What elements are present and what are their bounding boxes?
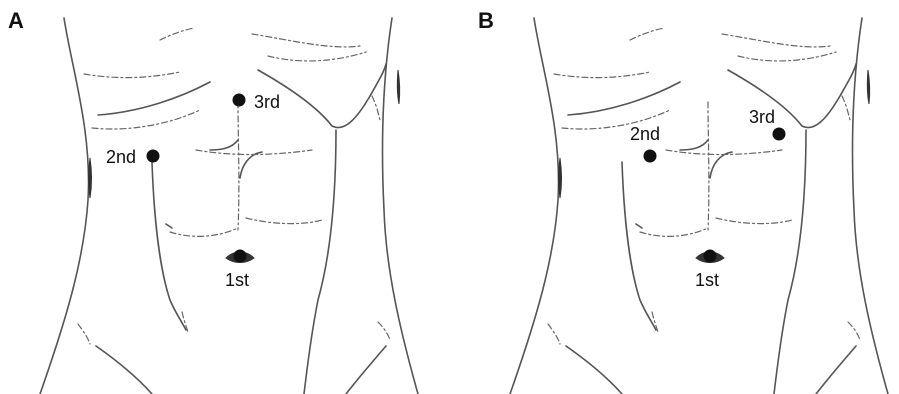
- left-pectoral-line: [554, 72, 650, 78]
- left-flank-shadow: [559, 158, 562, 198]
- port-2nd-marker: [644, 150, 657, 163]
- port-3rd-label: 3rd: [254, 92, 280, 112]
- xiphoid-right: [240, 152, 262, 178]
- tendinous-tick: [636, 224, 642, 228]
- torso-right-side: [852, 18, 888, 394]
- port-3rd-marker: [773, 128, 786, 141]
- tendinous-line-right: [716, 218, 792, 224]
- left-hip-sketch: [548, 324, 560, 344]
- right-flank-shadow: [867, 70, 869, 104]
- right-hip-sketch: [848, 322, 860, 340]
- right-inguinal-line: [816, 346, 856, 394]
- panel-b: B 1st: [470, 0, 899, 394]
- torso-diagram-a: 1st 2nd 3rd: [0, 0, 449, 394]
- left-clavicle: [160, 28, 194, 40]
- right-flank-shadow: [397, 70, 399, 104]
- left-clavicle: [630, 28, 664, 40]
- left-pectoral-line: [84, 72, 180, 78]
- left-flank-shadow: [89, 158, 92, 198]
- torso-right-side: [382, 18, 418, 394]
- right-rectus-border: [774, 130, 806, 394]
- port-2nd-marker: [147, 150, 160, 163]
- right-hip-sketch: [378, 322, 390, 340]
- right-rib-line: [842, 96, 850, 120]
- left-rib-line: [92, 110, 200, 129]
- panel-a: A 1st: [0, 0, 449, 394]
- tendinous-line-left: [640, 228, 708, 236]
- left-hip-sketch: [78, 324, 90, 344]
- torso-left-side: [40, 18, 89, 394]
- right-rib-line: [372, 96, 380, 120]
- port-1st-marker: [234, 250, 247, 263]
- right-chest-contour: [728, 64, 856, 128]
- left-rectus-border: [622, 162, 656, 330]
- port-2nd-label: 2nd: [630, 124, 660, 144]
- xiphoid-left: [210, 140, 238, 150]
- xiphoid-left: [680, 140, 708, 150]
- left-inguinal-line: [566, 346, 622, 394]
- tendinous-tick: [166, 224, 172, 228]
- left-chest-contour: [568, 82, 680, 115]
- port-2nd-label: 2nd: [106, 147, 136, 167]
- right-rectus-border: [304, 130, 336, 394]
- linea-alba: [708, 102, 709, 230]
- torso-diagram-b: 1st 2nd 3rd: [470, 0, 899, 394]
- right-pectoral-line: [738, 52, 836, 61]
- left-rectus-border: [152, 162, 186, 330]
- left-inguinal-line: [96, 346, 152, 394]
- xiphoid-right: [710, 152, 732, 178]
- port-3rd-label: 3rd: [749, 107, 775, 127]
- tendinous-line-right: [246, 218, 322, 224]
- tendinous-line-left: [170, 228, 238, 236]
- right-inguinal-line: [346, 346, 386, 394]
- left-chest-contour: [98, 82, 210, 115]
- right-pectoral-line: [268, 52, 366, 61]
- port-1st-label: 1st: [225, 270, 249, 290]
- right-clavicle: [252, 34, 360, 47]
- torso-left-side: [510, 18, 559, 394]
- right-clavicle: [722, 34, 830, 47]
- port-1st-marker: [704, 250, 717, 263]
- port-1st-label: 1st: [695, 270, 719, 290]
- linea-alba: [238, 102, 239, 230]
- port-3rd-marker: [233, 94, 246, 107]
